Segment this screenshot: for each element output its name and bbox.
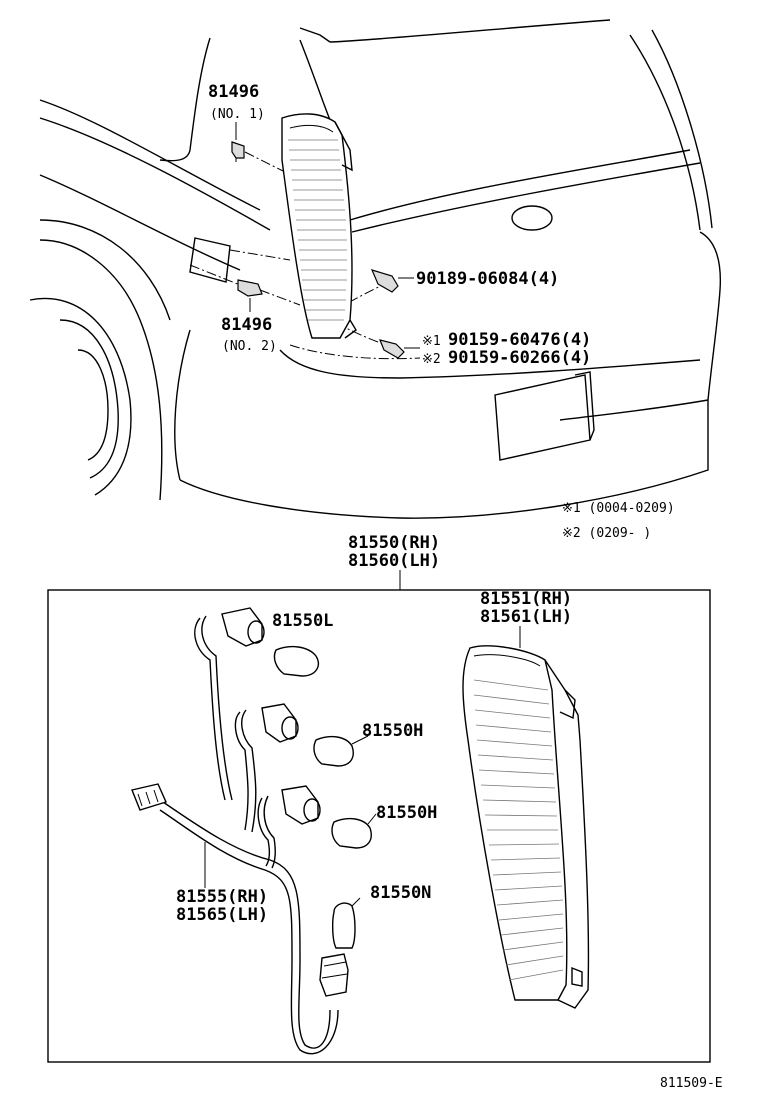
mark-2: ※2 bbox=[422, 352, 441, 367]
clip-no1-sub: (NO. 1) bbox=[210, 107, 265, 122]
clip-no2-sub: (NO. 2) bbox=[222, 339, 277, 354]
mark-1: ※1 bbox=[422, 334, 441, 349]
socket-3 bbox=[281, 785, 321, 825]
screw-bottom-part bbox=[379, 339, 405, 359]
screw-top-part bbox=[370, 269, 399, 293]
lens-part bbox=[462, 645, 590, 1009]
screw-a-number: 90159-60476(4) bbox=[448, 330, 591, 350]
clip-no1-number: 81496 bbox=[208, 82, 259, 102]
bulb-n-part bbox=[331, 902, 356, 949]
lens-lh-number: 81561(LH) bbox=[480, 607, 572, 627]
lens-rh-number: 81551(RH) bbox=[480, 589, 572, 609]
clip-no2-number: 81496 bbox=[221, 315, 272, 335]
installed-lamp-ribs bbox=[288, 139, 347, 321]
bulb-h1-number: 81550H bbox=[362, 721, 423, 741]
lens-ribs bbox=[473, 679, 564, 981]
socket-1 bbox=[221, 607, 265, 647]
harness-rh-number: 81555(RH) bbox=[176, 887, 268, 907]
note-2: ※2 (0209- ) bbox=[562, 526, 651, 541]
figure-id: 811509-E bbox=[660, 1076, 723, 1091]
bulb-l-number: 81550L bbox=[272, 611, 333, 631]
harness-lh-number: 81565(LH) bbox=[176, 905, 268, 925]
clip-no2-part bbox=[237, 279, 263, 297]
bulb-h2-part bbox=[331, 817, 372, 849]
bulb-h2-number: 81550H bbox=[376, 803, 437, 823]
socket-2 bbox=[261, 703, 299, 743]
screw-top-number: 90189-06084(4) bbox=[416, 269, 559, 289]
clip-no1-part bbox=[231, 141, 245, 162]
assembly-rh-number: 81550(RH) bbox=[348, 533, 440, 553]
bulb-l-part bbox=[273, 645, 320, 677]
note-1: ※1 (0004-0209) bbox=[562, 501, 675, 516]
socket-4 bbox=[319, 953, 349, 997]
installed-lamp bbox=[281, 113, 357, 339]
exploded-view-frame bbox=[47, 589, 711, 1063]
vehicle-body-outline bbox=[29, 19, 722, 519]
bulb-h1-part bbox=[313, 735, 354, 767]
assembly-lh-number: 81560(LH) bbox=[348, 551, 440, 571]
screw-b-number: 90159-60266(4) bbox=[448, 348, 591, 368]
bulb-n-number: 81550N bbox=[370, 883, 431, 903]
wiring-harness-part bbox=[131, 615, 339, 1055]
